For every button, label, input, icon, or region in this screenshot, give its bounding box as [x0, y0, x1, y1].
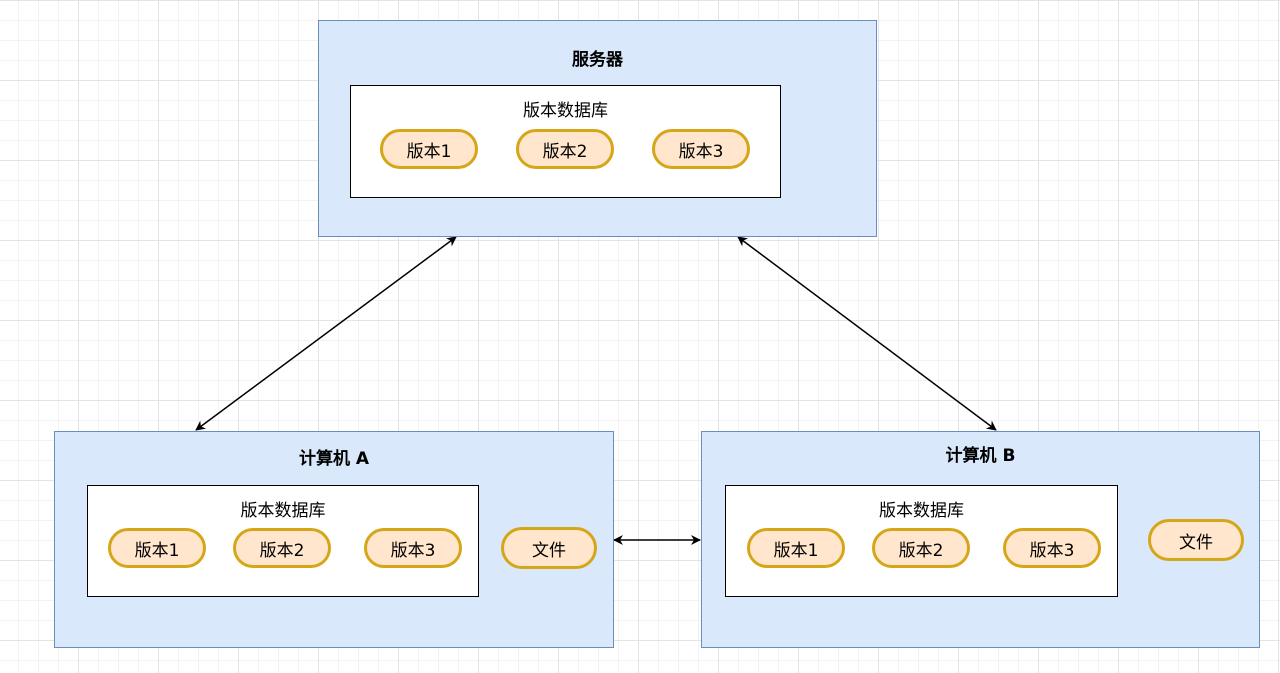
computer-a-file[interactable]: 文件: [501, 527, 597, 569]
server-version-1[interactable]: 版本1: [380, 129, 478, 169]
arrow-server-computer-b: [737, 236, 997, 431]
computer-b-version-1[interactable]: 版本1: [747, 528, 845, 568]
server-version-2[interactable]: 版本2: [516, 129, 614, 169]
computer-b-version-2[interactable]: 版本2: [872, 528, 970, 568]
computer-a-version-1[interactable]: 版本1: [108, 528, 206, 568]
computer-b-file[interactable]: 文件: [1148, 519, 1244, 561]
computer-b-database-title: 版本数据库: [879, 501, 964, 521]
computer-a-database-title: 版本数据库: [240, 501, 326, 521]
server-version-3[interactable]: 版本3: [652, 129, 750, 169]
computer-a-version-3[interactable]: 版本3: [364, 528, 462, 568]
computer-a-version-2[interactable]: 版本2: [233, 528, 331, 568]
computer-a-title: 计算机 A: [298, 449, 370, 469]
computer-b-version-3[interactable]: 版本3: [1003, 528, 1101, 568]
server-database-title: 版本数据库: [523, 101, 608, 121]
computer-b-title: 计算机 B: [945, 446, 1016, 466]
arrow-server-computer-a: [195, 236, 457, 431]
server-title: 服务器: [572, 50, 623, 70]
